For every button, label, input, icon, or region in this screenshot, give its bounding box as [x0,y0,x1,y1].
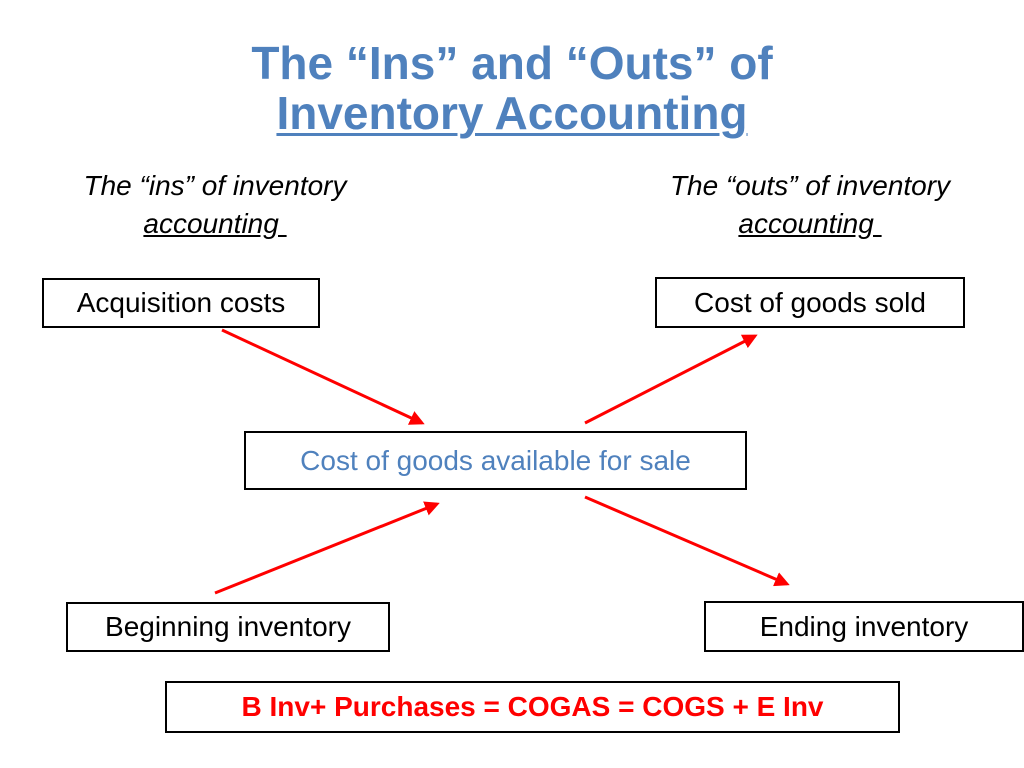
beginning-inventory-box: Beginning inventory [66,602,390,652]
ins-heading-line2: accounting [143,208,287,239]
inventory-formula: B Inv+ Purchases = COGAS = COGS + E Inv [241,691,824,722]
page-title-underlined: Inventory Accounting [276,87,748,139]
acquisition-costs-label: Acquisition costs [76,287,286,318]
ins-heading: The “ins” of inventory accounting [40,167,390,243]
cost-of-goods-available-label: Cost of goods available for sale [300,444,691,476]
beginning-inventory-label: Beginning inventory [105,611,351,642]
arrow-cogas-to-cogs [584,334,758,425]
arrow-acquisition-to-cogas [221,328,425,425]
ending-inventory-label: Ending inventory [759,610,969,642]
outs-heading-line1: The “outs” of inventory [669,170,951,201]
cost-of-goods-sold-box: Cost of goods sold [655,277,965,328]
outs-heading-line2: accounting [738,208,882,239]
acquisition-costs-box: Acquisition costs [42,278,320,328]
arrow-beginning-to-cogas [214,501,440,595]
outs-heading: The “outs” of inventory accounting [620,167,1000,243]
cost-of-goods-sold-label: Cost of goods sold [694,286,926,318]
page-title: The “Ins” and “Outs” of [251,37,773,89]
arrow-cogas-to-ending [584,495,790,587]
ending-inventory-box: Ending inventory [704,601,1024,652]
inventory-formula-box: B Inv+ Purchases = COGAS = COGS + E Inv [165,681,900,733]
ins-heading-line1: The “ins” of inventory [83,170,347,201]
cost-of-goods-available-box: Cost of goods available for sale [244,431,747,490]
